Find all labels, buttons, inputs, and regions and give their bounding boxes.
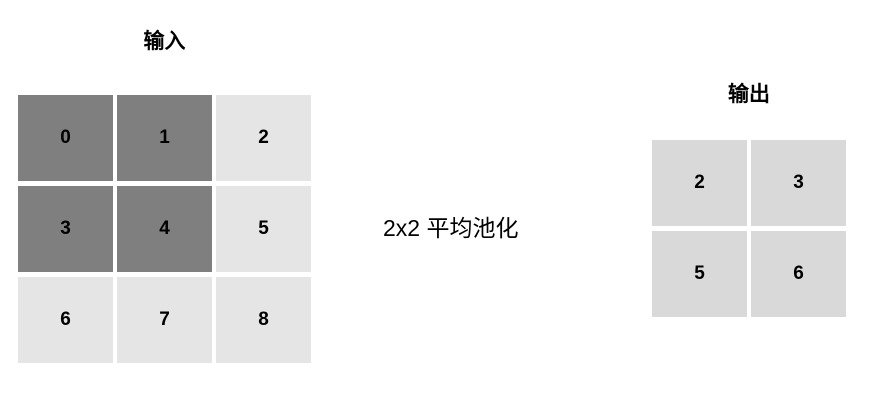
input-grid: 0 1 2 3 4 5 6 7 8 (18, 95, 311, 363)
output-cell: 2 (652, 140, 747, 226)
output-grid: 2 3 5 6 (652, 140, 846, 317)
operation-label: 2x2 平均池化 (383, 215, 519, 241)
input-cell: 6 (18, 277, 113, 363)
output-cell: 6 (751, 231, 846, 317)
input-cell: 4 (117, 186, 212, 272)
input-cell: 2 (216, 95, 311, 181)
output-cell: 3 (751, 140, 846, 226)
input-cell: 7 (117, 277, 212, 363)
input-cell: 1 (117, 95, 212, 181)
input-cell: 3 (18, 186, 113, 272)
input-grid-title: 输入 (143, 30, 186, 53)
input-cell: 5 (216, 186, 311, 272)
input-cell: 0 (18, 95, 113, 181)
output-cell: 5 (652, 231, 747, 317)
output-grid-title: 输出 (728, 83, 770, 106)
input-cell: 8 (216, 277, 311, 363)
